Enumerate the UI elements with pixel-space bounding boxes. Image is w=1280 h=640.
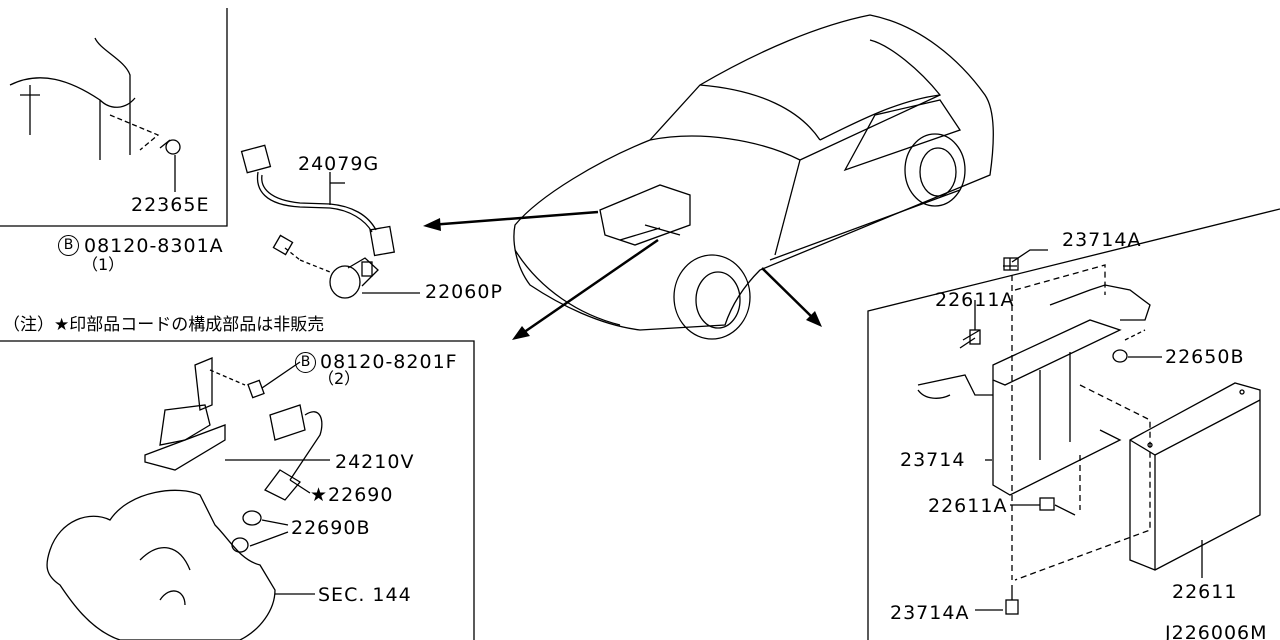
quantity-label-2: （2）: [318, 369, 361, 388]
note-text: （注）★印部品コードの構成部品は非販売: [3, 315, 325, 335]
part-label-23714: 23714: [900, 449, 966, 471]
part-label-22060P: 22060P: [425, 281, 503, 303]
bolt-symbol-b: B: [295, 352, 316, 373]
arrowheads: [423, 218, 822, 340]
o2-sensor-bracket-drawing: [144, 357, 330, 553]
ecm-bracket-23714-drawing: [917, 257, 1151, 581]
diagram-id: J226006M: [1165, 622, 1268, 640]
part-label-22611: 22611: [1172, 581, 1238, 603]
part-label-23714A-bottom: 23714A: [890, 602, 970, 624]
part-label-22650B: 22650B: [1165, 346, 1245, 368]
part-label-22611A-mid: 22611A: [928, 495, 1008, 517]
part-label-22611A-top: 22611A: [935, 289, 1015, 311]
part-label-08120-8201F: 08120-8201F: [320, 351, 458, 373]
harness-24079G-drawing: [240, 144, 396, 257]
part-label-22690B: 22690B: [291, 517, 371, 539]
callout-arrows: [429, 210, 816, 337]
part-label-24079G: 24079G: [298, 153, 380, 175]
part-label-22365E: 22365E: [131, 194, 210, 216]
section-ref-144: SEC. 144: [318, 584, 412, 606]
bolts-drawing: [959, 249, 1162, 615]
frame-lines: [0, 8, 1280, 640]
knock-sensor-22060P-drawing: [272, 234, 420, 299]
exhaust-manifold-drawing: [46, 489, 315, 640]
ecm-unit-22611-drawing: [1129, 382, 1261, 578]
inset-grommet-drawing: [9, 37, 181, 192]
part-label-22690: ★22690: [310, 484, 394, 506]
quantity-label-1: （1）: [82, 255, 125, 274]
part-label-23714A-top: 23714A: [1062, 229, 1142, 251]
part-label-24210V: 24210V: [335, 451, 415, 473]
part-label-08120-8301A: 08120-8301A: [84, 235, 224, 257]
bolt-symbol-b: B: [58, 235, 79, 256]
